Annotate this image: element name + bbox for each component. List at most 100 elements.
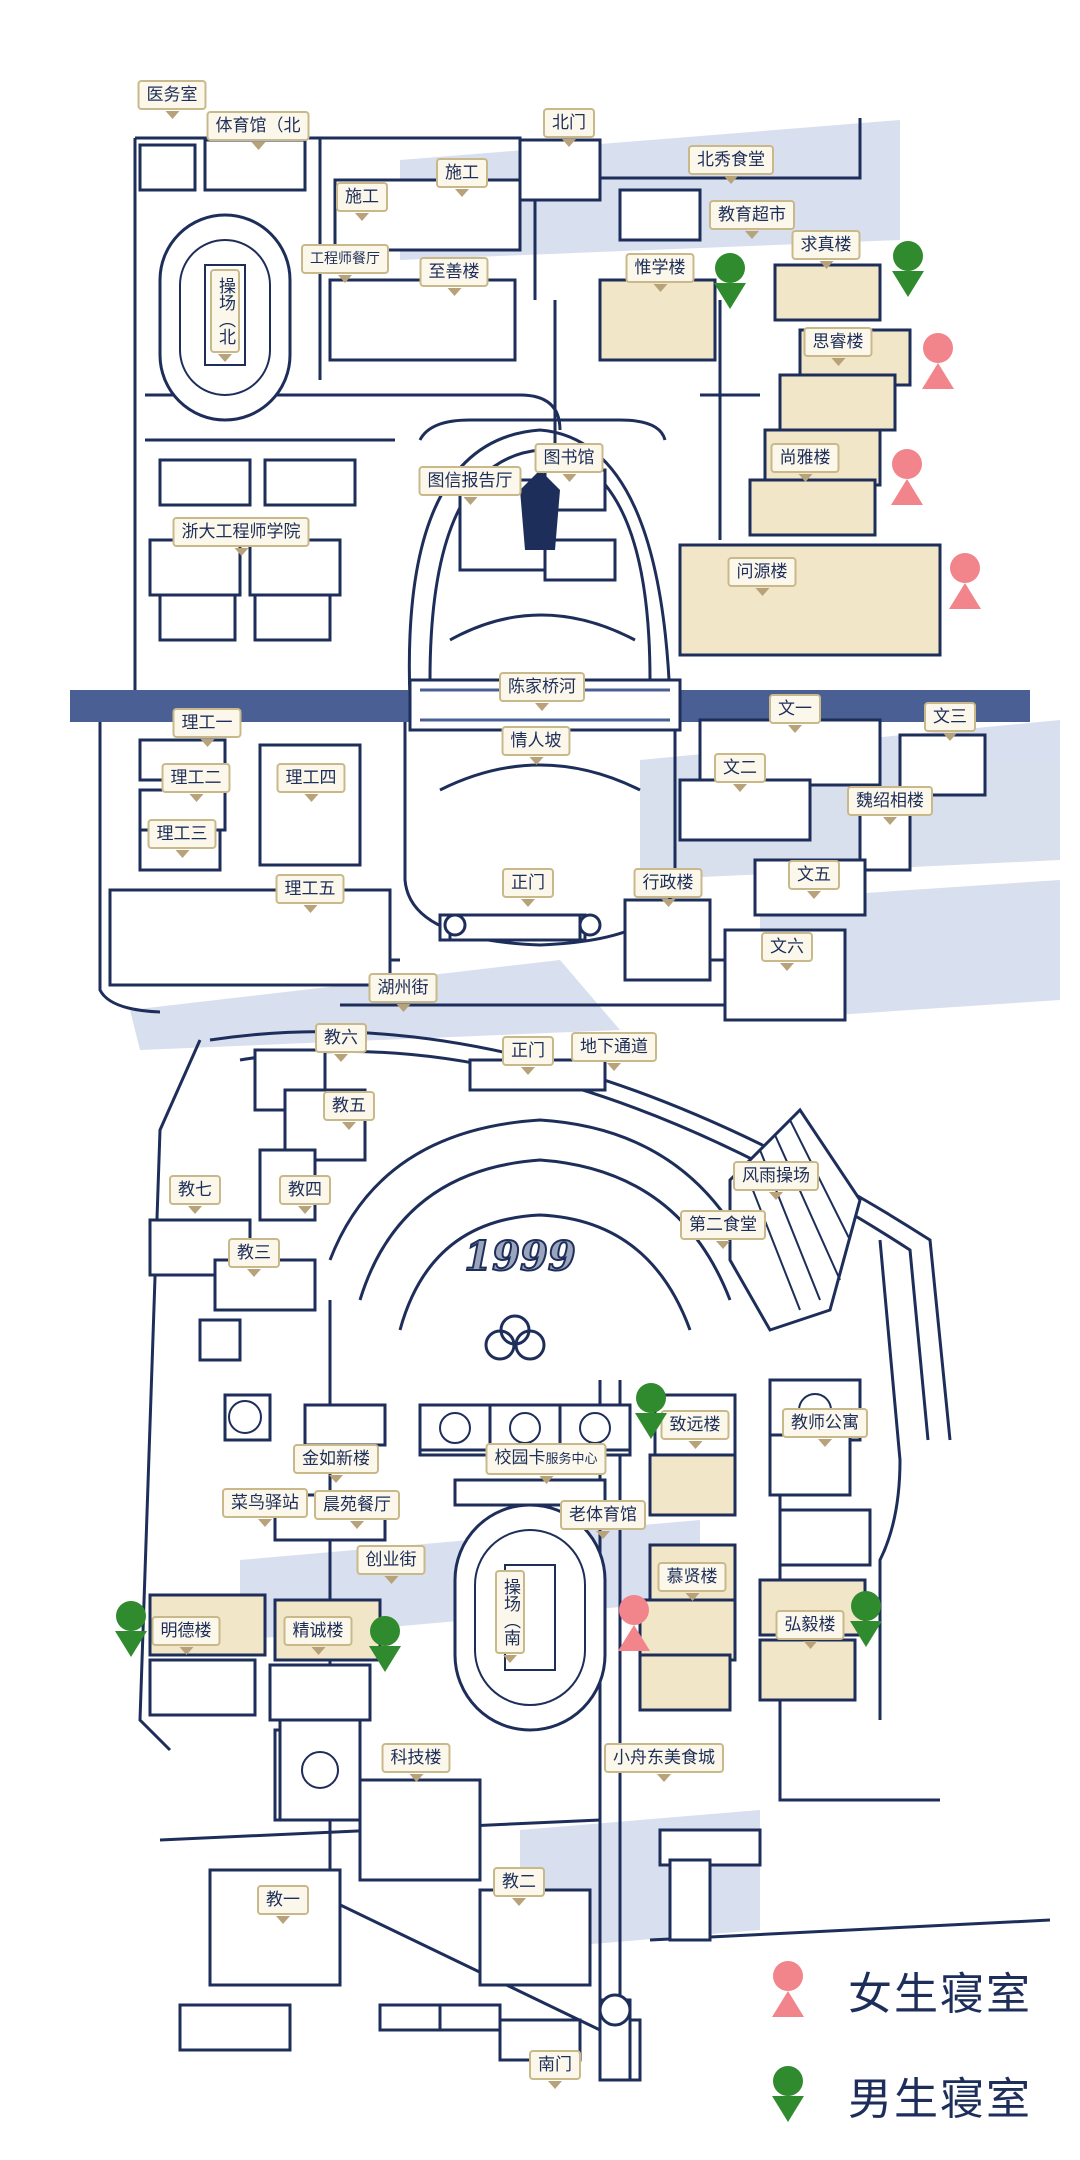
label-admin[interactable]: 行政楼 xyxy=(633,868,703,898)
legend-boys: 男生寝室 xyxy=(772,2063,1032,2127)
label-cainiao[interactable]: 菜鸟驿站 xyxy=(222,1488,308,1518)
label-construction-1[interactable]: 施工 xyxy=(336,182,388,212)
pin-head xyxy=(636,1383,666,1413)
label-weishaoxiang[interactable]: 魏绍相楼 xyxy=(847,786,933,816)
label-jinru[interactable]: 金如新楼 xyxy=(293,1444,379,1474)
label-huzhou-street[interactable]: 湖州街 xyxy=(368,973,438,1003)
pin-tail xyxy=(714,283,746,309)
label-engineer-restaurant[interactable]: 工程师餐厅 xyxy=(301,244,389,274)
label-mingde[interactable]: 明德楼 xyxy=(151,1616,221,1646)
boys-dorm-pin-jingcheng[interactable] xyxy=(369,1616,401,1674)
label-muxian[interactable]: 慕贤楼 xyxy=(657,1562,727,1592)
label-wen3[interactable]: 文三 xyxy=(924,702,976,732)
label-xiaozhou[interactable]: 小舟东美食城 xyxy=(604,1743,724,1773)
library-tower xyxy=(520,470,560,550)
label-zhiyuan[interactable]: 致远楼 xyxy=(660,1410,730,1440)
pin-head xyxy=(370,1616,400,1646)
label-jiao1[interactable]: 教一 xyxy=(257,1885,309,1915)
pin-head xyxy=(893,241,923,271)
label-wen2[interactable]: 文二 xyxy=(714,753,766,783)
label-shangya[interactable]: 尚雅楼 xyxy=(770,443,840,473)
pin-tail xyxy=(772,1991,804,2017)
label-zhishan[interactable]: 至善楼 xyxy=(419,257,489,287)
label-gym-north[interactable]: 体育馆（北 xyxy=(206,111,310,141)
pin-head xyxy=(773,2066,803,2096)
label-qiuzhen[interactable]: 求真楼 xyxy=(791,230,861,260)
label-construction-2[interactable]: 施工 xyxy=(436,158,488,188)
label-campus-card[interactable]: 校园卡服务中心 xyxy=(485,1443,607,1475)
label-ligong5[interactable]: 理工五 xyxy=(275,874,345,904)
label-wen1[interactable]: 文一 xyxy=(769,694,821,724)
label-jiao4[interactable]: 教四 xyxy=(279,1175,331,1205)
label-chenjiaqiao[interactable]: 陈家桥河 xyxy=(499,672,585,702)
label-library[interactable]: 图书馆 xyxy=(534,443,604,473)
label-sirui[interactable]: 思睿楼 xyxy=(803,327,873,357)
pin-tail xyxy=(922,363,954,389)
label-jiao7[interactable]: 教七 xyxy=(169,1175,221,1205)
girls-dorm-pin-muxian[interactable] xyxy=(618,1595,650,1653)
pin-tail xyxy=(115,1631,147,1657)
label-beixiu-canteen[interactable]: 北秀食堂 xyxy=(688,145,774,175)
pin-head xyxy=(950,553,980,583)
label-qingrenpo[interactable]: 情人坡 xyxy=(501,726,571,756)
pin-head xyxy=(892,449,922,479)
label-ligong2[interactable]: 理工二 xyxy=(161,763,231,793)
pin-tail xyxy=(772,2096,804,2122)
flower-emblem xyxy=(484,1314,546,1361)
pin-tail xyxy=(892,271,924,297)
label-ligong4[interactable]: 理工四 xyxy=(276,763,346,793)
label-second-canteen[interactable]: 第二食堂 xyxy=(680,1210,766,1240)
label-wen6[interactable]: 文六 xyxy=(761,932,813,962)
pin-tail xyxy=(369,1646,401,1672)
label-chenyuan[interactable]: 晨苑餐厅 xyxy=(314,1490,400,1520)
label-jiao5[interactable]: 教五 xyxy=(323,1091,375,1121)
boys-dorm-pin-hongyi[interactable] xyxy=(850,1591,882,1649)
girls-dorm-pin-wenyuan[interactable] xyxy=(949,553,981,611)
label-jingcheng[interactable]: 精诚楼 xyxy=(283,1616,353,1646)
label-wen5[interactable]: 文五 xyxy=(788,860,840,890)
boys-dorm-pin-qiuzhen[interactable] xyxy=(892,241,924,299)
label-hongyi[interactable]: 弘毅楼 xyxy=(775,1610,845,1640)
label-underpass[interactable]: 地下通道 xyxy=(571,1032,657,1062)
label-ligong3[interactable]: 理工三 xyxy=(147,819,217,849)
label-report-hall[interactable]: 图信报告厅 xyxy=(418,466,522,496)
pin-tail xyxy=(850,1621,882,1647)
label-old-gym[interactable]: 老体育馆 xyxy=(560,1500,646,1530)
gate-north xyxy=(443,913,602,942)
label-weixue[interactable]: 惟学楼 xyxy=(625,253,695,283)
label-ligong1[interactable]: 理工一 xyxy=(172,708,242,738)
boys-dorm-pin-weixue[interactable] xyxy=(714,253,746,311)
pin-head xyxy=(619,1595,649,1625)
label-zju-engineer[interactable]: 浙大工程师学院 xyxy=(172,517,310,547)
label-north-gate[interactable]: 北门 xyxy=(543,108,595,138)
label-chuangye[interactable]: 创业街 xyxy=(356,1545,426,1575)
label-edu-supermarket[interactable]: 教育超市 xyxy=(709,200,795,230)
label-main-gate-north[interactable]: 正门 xyxy=(502,868,554,898)
label-jiao3[interactable]: 教三 xyxy=(228,1238,280,1268)
boys-dorm-pin-zhiyuan[interactable] xyxy=(635,1383,667,1441)
south-gate-tower xyxy=(598,1993,632,2082)
girls-dorm-pin-shangya[interactable] xyxy=(891,449,923,507)
fengyu-stripes xyxy=(744,1119,851,1311)
legend-boys-text: 男生寝室 xyxy=(848,2074,1032,2125)
label-fengyu-playground[interactable]: 风雨操场 xyxy=(733,1161,819,1191)
label-main-gate-south[interactable]: 正门 xyxy=(502,1036,554,1066)
label-clinic[interactable]: 医务室 xyxy=(137,80,207,110)
girls-dorm-pin-sirui[interactable] xyxy=(922,333,954,391)
label-wenyuan[interactable]: 问源楼 xyxy=(727,557,797,587)
label-jiao6[interactable]: 教六 xyxy=(315,1023,367,1053)
pin-head xyxy=(773,1961,803,1991)
legend-girls-pin-icon xyxy=(772,1961,804,2019)
label-playground-south[interactable]: 操场（南 xyxy=(495,1570,525,1654)
label-playground-north[interactable]: 操场（北 xyxy=(210,269,240,353)
label-keji[interactable]: 科技楼 xyxy=(381,1743,451,1773)
pin-head xyxy=(851,1591,881,1621)
pin-head xyxy=(923,333,953,363)
label-jiao2[interactable]: 教二 xyxy=(493,1867,545,1897)
label-south-gate[interactable]: 南门 xyxy=(529,2050,581,2080)
boys-dorm-pin-mingde[interactable] xyxy=(115,1601,147,1659)
label-teacher-apt[interactable]: 教师公寓 xyxy=(782,1408,868,1438)
campus-card-main: 校园卡 xyxy=(494,1448,546,1468)
